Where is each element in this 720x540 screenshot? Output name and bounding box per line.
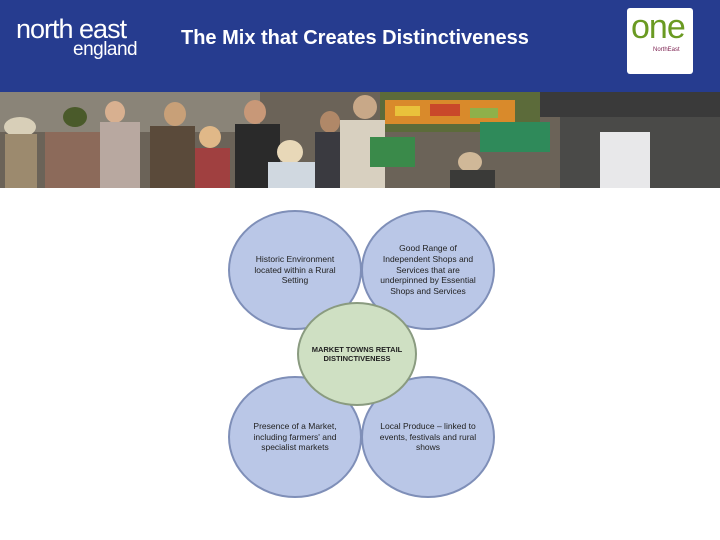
- market-presence-label: Presence of a Market, including farmers'…: [253, 421, 337, 453]
- one-logo-subtext: NorthEast: [653, 47, 680, 53]
- north-east-england-logo: north east england: [16, 14, 138, 60]
- slide-title: The Mix that Creates Distinctiveness: [181, 27, 529, 49]
- local-produce-label: Local Produce – linked to events, festiv…: [379, 421, 477, 453]
- market-crowd-photo: [0, 92, 720, 188]
- logo-line-2: england: [73, 39, 138, 60]
- distinctiveness-center-label: MARKET TOWNS RETAIL DISTINCTIVENESS: [311, 345, 403, 363]
- logo-line-1: north east: [16, 14, 127, 44]
- distinctiveness-center-circle: MARKET TOWNS RETAIL DISTINCTIVENESS: [297, 302, 417, 406]
- historic-environment-label: Historic Environment located within a Ru…: [254, 254, 336, 286]
- market-photo-image: [0, 92, 720, 188]
- header-banner: north east england The Mix that Creates …: [0, 0, 720, 92]
- one-logo-word: one: [631, 8, 686, 46]
- one-northeast-logo: one NorthEast: [627, 8, 693, 74]
- independent-shops-label: Good Range of Independent Shops and Serv…: [380, 243, 476, 296]
